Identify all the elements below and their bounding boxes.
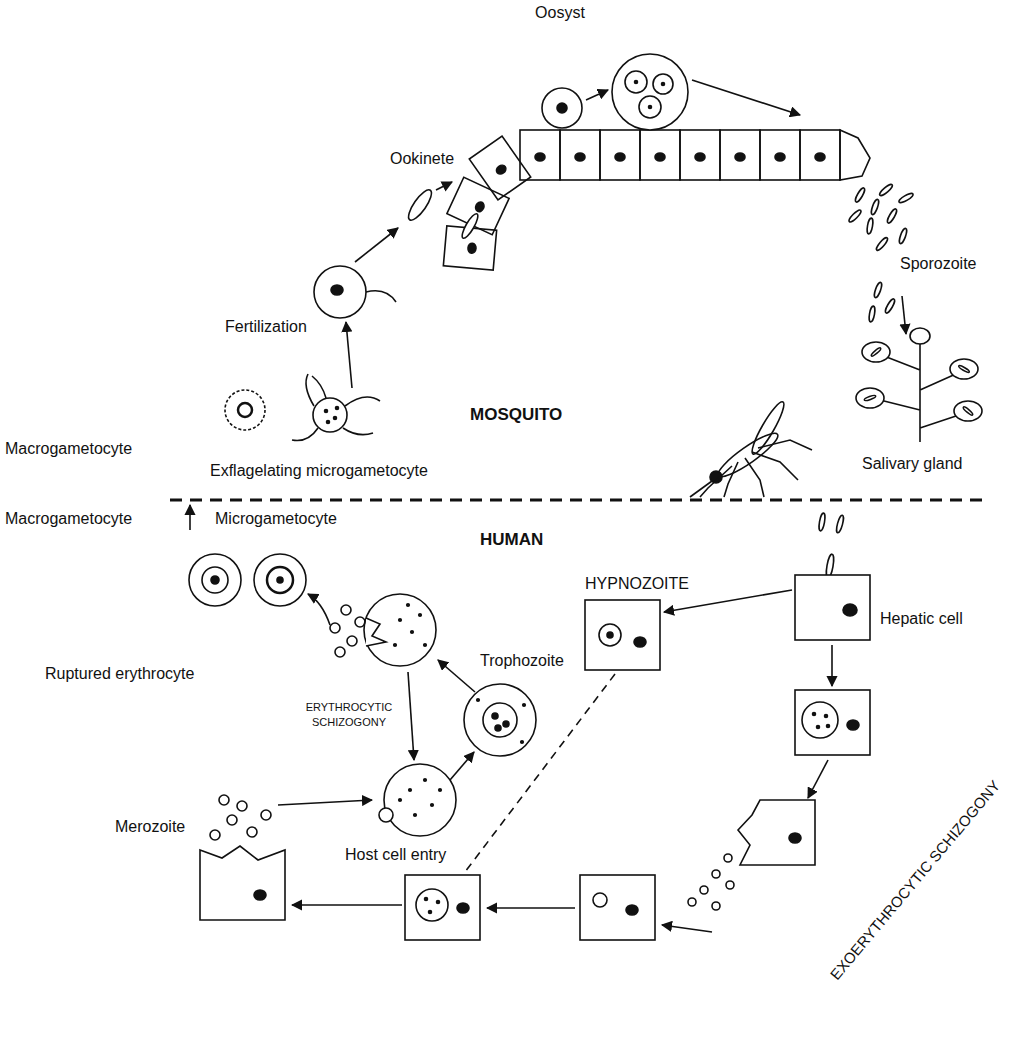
stage-label: Fertilization — [225, 318, 307, 336]
stage-label: Macrogametocyte — [5, 510, 132, 528]
stage-label: HYPNOZOITE — [585, 575, 689, 593]
salivary-gland — [856, 328, 982, 442]
erythrocytic-cycle — [330, 594, 536, 836]
host-divider — [170, 499, 990, 502]
host-heading: MOSQUITO — [470, 405, 562, 425]
exoerythrocytic-cycle — [200, 513, 870, 940]
stage-label: Merozoite — [115, 818, 185, 836]
stage-label: Hepatic cell — [880, 610, 963, 628]
midgut-epithelium — [443, 130, 870, 270]
stage-label: Salivary gland — [862, 455, 963, 473]
stage-label: Trophozoite — [480, 652, 564, 670]
host-heading: HUMAN — [480, 530, 543, 550]
gametes-and-zygote — [225, 182, 452, 441]
stage-label: Ruptured erythrocyte — [45, 665, 194, 683]
stage-label: Microgametocyte — [215, 510, 337, 528]
stage-label: Exflagelating microgametocyte — [210, 462, 428, 480]
phase-label: EXOERYTHROCYTIC SCHIZOGONY — [827, 777, 1004, 983]
oocyst — [542, 54, 800, 130]
stage-label: Host cell entry — [345, 846, 446, 864]
stage-label: Oosyst — [535, 4, 585, 22]
stage-label: Macrogametocyte — [5, 440, 132, 458]
stage-label: Sporozoite — [900, 255, 977, 273]
stage-label: Ookinete — [390, 150, 454, 168]
mosquito — [690, 399, 812, 497]
phase-label: ERYTHROCYTIC SCHIZOGONY — [300, 700, 398, 730]
